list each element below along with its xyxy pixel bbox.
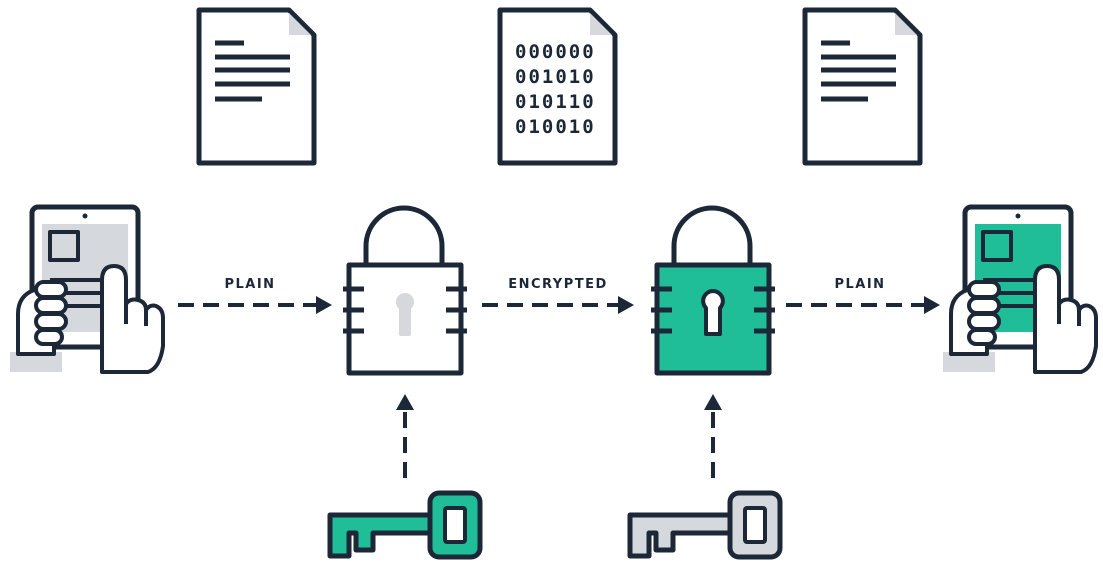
knuckle-lines	[124, 304, 148, 326]
document-fold	[590, 13, 612, 35]
plain-label: PLAIN	[224, 277, 275, 292]
arrowhead-icon	[396, 394, 414, 410]
sleeve	[10, 352, 62, 372]
knuckle-lines	[1057, 304, 1081, 326]
plain-input-arrow: PLAIN	[178, 277, 332, 314]
receiver-tablet-icon	[943, 204, 1098, 374]
screen-image-placeholder	[48, 230, 80, 262]
left-hand-finger	[967, 296, 1001, 315]
left-hand-finger	[967, 328, 997, 346]
tablet-camera	[82, 213, 88, 219]
left-hand-finger	[34, 328, 64, 346]
encrypted-document-icon: 000000 001010 010110 010010	[497, 7, 618, 166]
left-hand-finger	[34, 296, 68, 315]
left-hand-finger	[967, 312, 1001, 331]
plain-label: PLAIN	[834, 277, 885, 292]
document-text-lines	[821, 40, 896, 102]
binary-line: 001010	[515, 66, 596, 88]
right-hand-pointing	[1033, 264, 1098, 374]
right-hand-pointing	[100, 264, 165, 374]
arrowhead-icon	[316, 296, 332, 314]
arrowhead-icon	[618, 296, 634, 314]
grey-key-icon	[627, 490, 783, 560]
key-to-second-lock-arrow	[704, 394, 722, 478]
key-bow-hole	[743, 506, 767, 544]
document-page	[497, 7, 618, 166]
key-bow-hole	[443, 506, 467, 544]
padlock-notches	[343, 286, 467, 334]
key-to-first-lock-arrow	[396, 394, 414, 478]
arrowhead-icon	[704, 394, 722, 410]
sleeve	[943, 352, 995, 372]
binary-line: 000000	[515, 41, 596, 63]
encrypted-label: ENCRYPTED	[508, 277, 608, 292]
key-blade	[327, 512, 437, 559]
sender-tablet-icon	[10, 204, 165, 374]
left-hand-finger	[34, 280, 68, 299]
plain-output-arrow: PLAIN	[786, 277, 940, 314]
padlock-shackle	[363, 205, 445, 267]
document-fold	[289, 13, 311, 35]
tablet-camera	[1015, 213, 1021, 219]
left-hand-finger	[967, 280, 1001, 299]
binary-line: 010110	[515, 91, 596, 113]
document-fold	[895, 13, 917, 35]
key-blade	[627, 512, 737, 559]
screen-image-placeholder	[981, 230, 1013, 262]
encrypted-arrow: ENCRYPTED	[482, 277, 634, 314]
plain-document-right-icon	[802, 7, 923, 166]
binary-line: 010010	[515, 116, 596, 138]
green-padlock-icon	[651, 205, 775, 376]
document-text-lines	[215, 40, 290, 102]
white-padlock-icon	[343, 205, 467, 376]
keyhole-slot	[399, 302, 411, 336]
arrowhead-icon	[924, 296, 940, 314]
left-hand-finger	[34, 312, 68, 331]
padlock-shackle	[671, 205, 753, 267]
padlock-notches	[651, 286, 775, 334]
plain-document-left-icon	[196, 7, 317, 166]
green-key-icon	[327, 490, 483, 560]
keyhole	[701, 289, 725, 336]
